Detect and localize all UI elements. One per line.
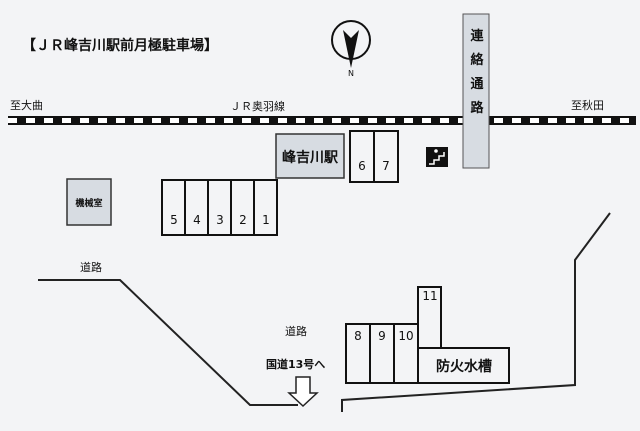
machine-room	[66, 178, 112, 226]
stall-8: 8	[354, 329, 362, 343]
stall-10: 10	[398, 329, 413, 343]
svg-text:連絡通路: 連絡通路	[470, 28, 484, 116]
passage-label-char: 路	[470, 100, 484, 116]
railway-west-label: 至大曲	[10, 98, 43, 112]
road-left-label: 道路	[80, 260, 102, 274]
station-building	[275, 133, 345, 179]
station-name: 峰吉川駅	[282, 149, 339, 166]
passage-label-char: 絡	[470, 52, 484, 68]
road-center-label: 道路	[285, 324, 307, 338]
stall-6: 6	[358, 159, 366, 173]
stall-5: 5	[170, 213, 178, 227]
machine-room-label: 機械室	[75, 197, 102, 209]
map-title: 【ＪＲ峰吉川駅前月極駐車場】	[22, 37, 218, 54]
compass-icon: N	[331, 20, 371, 78]
stall-4: 4	[193, 213, 201, 227]
railway-east-label: 至秋田	[571, 98, 604, 112]
railway-track	[8, 116, 636, 125]
stall-2: 2	[239, 213, 247, 227]
stall-group-1-5: 5 4 3 2 1	[161, 179, 278, 236]
lot-boundary	[38, 212, 611, 412]
route-13-direction-label: 国道13号へ	[266, 357, 325, 371]
passage-label-char: 通	[470, 76, 483, 92]
stall-1: 1	[262, 213, 270, 227]
arrow-down-icon	[287, 376, 319, 408]
fire-water-tank	[417, 347, 510, 384]
stall-9: 9	[378, 329, 386, 343]
connecting-passage	[462, 13, 490, 169]
fire-water-tank-label: 防火水槽	[436, 358, 492, 375]
passage-label-char: 連	[470, 28, 484, 44]
stall-group-8-11: 8 9 10 11	[345, 286, 442, 384]
stall-group-6-7: 6 7	[349, 130, 399, 183]
railway-line-label: ＪＲ奥羽線	[230, 99, 285, 113]
stall-11: 11	[422, 289, 437, 303]
stall-7: 7	[382, 159, 390, 173]
compass-north-letter: N	[348, 69, 354, 78]
stairs-icon	[426, 147, 448, 167]
connecting-passage-label: 連絡通路	[470, 28, 484, 116]
stall-3: 3	[216, 213, 224, 227]
